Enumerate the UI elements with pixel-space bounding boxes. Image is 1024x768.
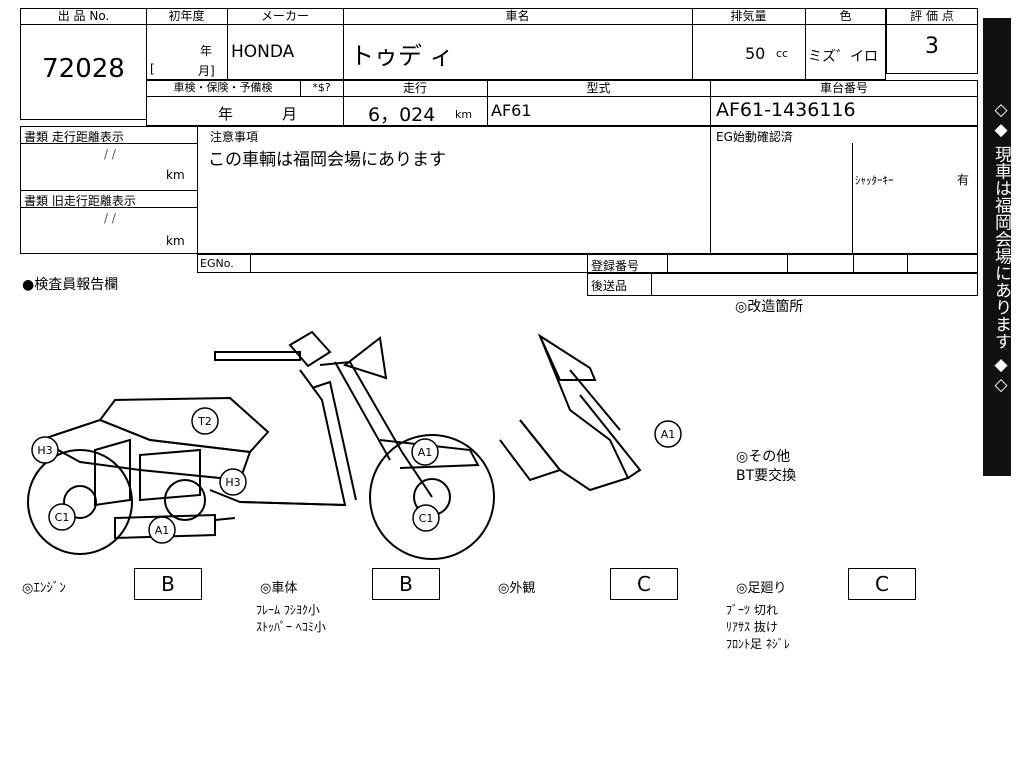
modified-parts-label: ◎改造箇所 bbox=[735, 299, 804, 315]
notes-text: この車輌は福岡会場にあります bbox=[208, 150, 446, 170]
lot-number-cell bbox=[20, 8, 147, 120]
mark-a1-side: A1 bbox=[661, 428, 676, 441]
model-value: AF61 bbox=[491, 101, 532, 120]
rear-wheel bbox=[27, 449, 133, 555]
model-label: 型式 bbox=[586, 81, 611, 95]
mileage-unit: km bbox=[455, 108, 473, 121]
eg-start-label: EG始動確認済 bbox=[716, 130, 793, 144]
body-note-1: ﾌﾚｰﾑ ﾌｼﾖｸ小 bbox=[256, 603, 320, 617]
mark-h3-engine: H3 bbox=[225, 476, 240, 489]
doc-mileage-slashes: / / bbox=[104, 147, 116, 161]
suspension-note-1: ﾌﾞｰﾂ 切れ bbox=[726, 603, 778, 617]
displacement-label: 排気量 bbox=[730, 9, 767, 23]
color-value: ミズ゛イロ bbox=[808, 49, 878, 65]
sdollar-label: *$? bbox=[312, 81, 331, 94]
shutter-key-value: 有 bbox=[957, 173, 970, 187]
suspension-grade-label: ◎足廻り bbox=[736, 581, 787, 596]
mark-c1-front: C1 bbox=[419, 512, 434, 525]
first-reg-bracket: [ bbox=[150, 62, 155, 76]
body-grade-label: ◎車体 bbox=[260, 581, 298, 596]
notes-label: 注意事項 bbox=[210, 130, 259, 144]
inspection-year: 年 bbox=[218, 105, 234, 123]
score-cell bbox=[886, 8, 978, 74]
suspension-note-3: ﾌﾛﾝﾄ足 ﾈｼﾞﾚ bbox=[726, 637, 790, 651]
doc-mileage-label: 書類 走行距離表示 bbox=[24, 130, 124, 144]
doc-old-mileage-slashes: / / bbox=[104, 211, 116, 225]
suspension-note-2: ﾘｱｻｽ 抜け bbox=[726, 620, 778, 634]
ship-row bbox=[587, 273, 978, 296]
reg-no-label: 登録番号 bbox=[591, 259, 640, 273]
car-name-value: トゥデ ィ bbox=[350, 42, 454, 70]
score-value: 3 bbox=[925, 34, 939, 59]
mark-a1-muffler: A1 bbox=[155, 524, 170, 537]
score-label: 評 価 点 bbox=[910, 9, 954, 23]
mark-h3-rear: H3 bbox=[37, 444, 52, 457]
mileage-value: 6，024 bbox=[368, 104, 436, 126]
mileage-label: 走行 bbox=[402, 81, 427, 95]
first-reg-label: 初年度 bbox=[168, 9, 205, 23]
first-reg-year: 年 bbox=[200, 44, 213, 58]
inspector-report-label: ●検査員報告欄 bbox=[22, 277, 119, 293]
notes-cell bbox=[197, 126, 978, 254]
engine-grade: B bbox=[134, 568, 202, 600]
ship-label: 後送品 bbox=[591, 279, 628, 293]
egno-label: EGNo. bbox=[200, 257, 234, 270]
mark-t2: T2 bbox=[197, 415, 212, 428]
shutter-key-label: ｼｬｯﾀｰｷｰ bbox=[855, 174, 894, 187]
first-reg-month: 月] bbox=[198, 64, 215, 78]
lot-number: 72028 bbox=[42, 54, 125, 84]
scooter-diagram: T2 H3 H3 A1 A1 A1 C1 C1 bbox=[27, 330, 682, 560]
body-grade: B bbox=[372, 568, 440, 600]
inspection-month: 月 bbox=[282, 105, 298, 123]
location-banner: ◇◆ 現車は福岡会場にあります ◆◇ bbox=[983, 18, 1011, 476]
front-wheel bbox=[369, 434, 495, 560]
color-label: 色 bbox=[839, 9, 852, 23]
lot-number-label: 出 品 No. bbox=[57, 9, 110, 23]
exterior-grade-label: ◎外観 bbox=[498, 581, 536, 596]
maker-label: メーカー bbox=[260, 9, 309, 23]
car-name-label: 車名 bbox=[505, 9, 530, 23]
other-text: BT要交換 bbox=[736, 468, 797, 484]
mark-c1-rear: C1 bbox=[55, 511, 70, 524]
header-table bbox=[146, 8, 886, 80]
exterior-grade: C bbox=[610, 568, 678, 600]
frame-number: AF61-1436116 bbox=[716, 99, 856, 121]
displacement-unit: cc bbox=[776, 47, 789, 60]
inspection-label: 車検・保険・予備検 bbox=[173, 81, 273, 94]
doc-mileage-unit: km bbox=[166, 168, 185, 182]
maker-value: HONDA bbox=[231, 42, 295, 62]
row2-table bbox=[146, 80, 978, 126]
other-label: ◎その他 bbox=[736, 449, 791, 465]
mark-a1-front: A1 bbox=[418, 446, 433, 459]
frame-label: 車台番号 bbox=[819, 81, 868, 95]
doc-old-mileage-label: 書類 旧走行距離表示 bbox=[24, 194, 136, 208]
doc-old-mileage-unit: km bbox=[166, 234, 185, 248]
suspension-grade: C bbox=[848, 568, 916, 600]
engine-grade-label: ◎ｴﾝｼﾞﾝ bbox=[22, 581, 66, 596]
body-note-2: ｽﾄｯﾊﾟｰ ﾍｺﾐ小 bbox=[256, 620, 326, 634]
displacement-value: 50 bbox=[745, 44, 766, 63]
